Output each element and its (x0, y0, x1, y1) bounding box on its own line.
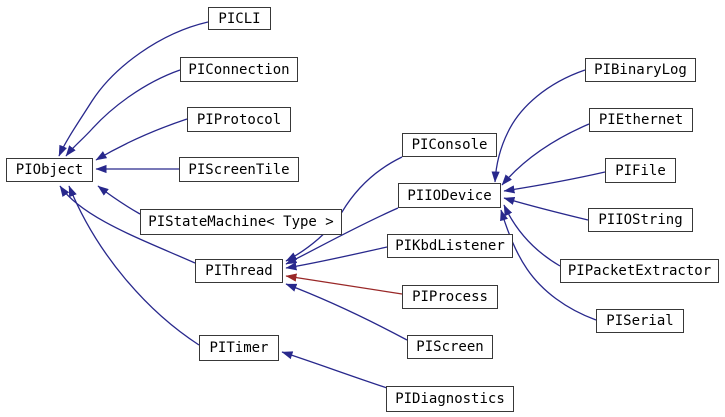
class-node-piiodevice[interactable]: PIIODevice (398, 183, 501, 208)
class-node-piiostring[interactable]: PIIOString (588, 208, 693, 232)
edge-piiostring-to-piiodevice (503, 197, 589, 221)
edge-piscreen-to-pithread (285, 283, 408, 341)
edge-piprotocol-to-piobject (95, 118, 188, 161)
class-node-piscreen[interactable]: PIScreen (407, 335, 493, 359)
class-node-piconnection[interactable]: PIConnection (180, 57, 298, 82)
edge-piconnection-to-piobject (65, 69, 181, 157)
class-node-pibinarylog[interactable]: PIBinaryLog (585, 58, 696, 82)
class-node-piobject[interactable]: PIObject (6, 158, 93, 182)
edge-pifile-to-piiodevice (503, 171, 606, 194)
edge-pibinarylog-to-piiodevice (491, 69, 586, 183)
class-node-piserial[interactable]: PISerial (596, 309, 684, 333)
class-node-pipacketextractor[interactable]: PIPacketExtractor (560, 259, 719, 283)
edge-piethernet-to-piiodevice (501, 123, 590, 186)
class-node-pidiagnostics[interactable]: PIDiagnostics (386, 386, 514, 412)
class-node-piprocess[interactable]: PIProcess (402, 285, 498, 309)
edge-picli-to-piobject (58, 21, 209, 157)
edge-piprocess-to-pithread (285, 273, 403, 295)
edge-pidiagnostics-to-pitimer (281, 351, 388, 389)
class-node-pitimer[interactable]: PITimer (199, 335, 279, 361)
edge-pistatemachine-to-piobject (97, 185, 141, 215)
class-node-pistatemachine[interactable]: PIStateMachine< Type > (140, 209, 342, 235)
edge-pikbdlistener-to-pithread (285, 246, 388, 271)
class-node-picli[interactable]: PICLI (208, 7, 271, 30)
class-node-pikbdlistener[interactable]: PIKbdListener (387, 234, 513, 258)
class-node-piscreentile[interactable]: PIScreenTile (179, 157, 299, 182)
class-node-piconsole[interactable]: PIConsole (402, 133, 497, 157)
class-node-piprotocol[interactable]: PIProtocol (187, 107, 291, 132)
class-node-pithread[interactable]: PIThread (195, 259, 283, 283)
class-node-piethernet[interactable]: PIEthernet (589, 108, 693, 132)
class-node-pifile[interactable]: PIFile (605, 158, 676, 183)
